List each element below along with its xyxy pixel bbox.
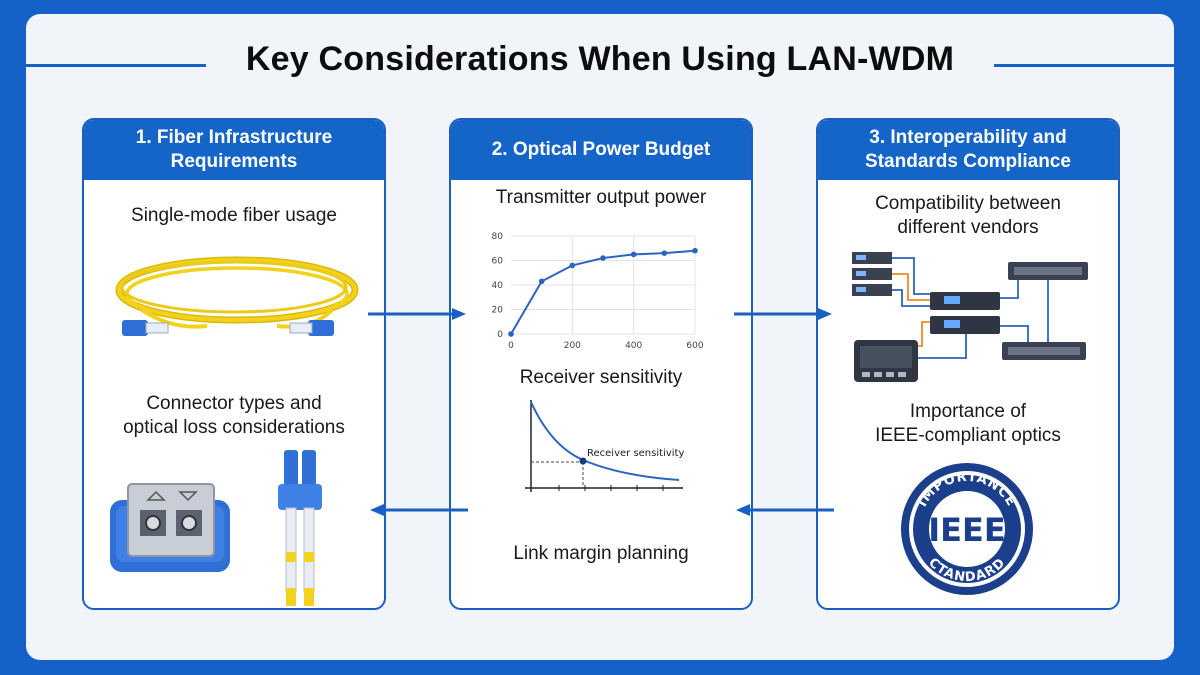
arrow-left-1: [370, 504, 468, 516]
y-tick-label: 60: [492, 257, 504, 267]
page-title: Key Considerations When Using LAN-WDM: [245, 40, 955, 78]
panel-interoperability: 3. Interoperability and Standards Compli…: [816, 118, 1120, 610]
series-line: [510, 249, 696, 335]
data-point: [569, 262, 576, 269]
sensitivity-point-label: Receiver sensitivity: [587, 448, 684, 459]
arrow-left-2: [736, 504, 834, 516]
y-tick-label: 20: [492, 306, 504, 316]
receiver-sensitivity-curve: Receiver sensitivity: [525, 400, 684, 492]
x-tick-label: 200: [564, 341, 581, 351]
item-receiver-sensitivity: Receiver sensitivity: [519, 367, 683, 388]
x-tick-label: 0: [508, 341, 514, 351]
data-point: [661, 250, 668, 256]
y-tick-label: 40: [492, 281, 504, 291]
x-tick-label: 600: [686, 341, 703, 351]
panel-optical-power-budget: 2. Optical Power Budget Transmitter outp…: [449, 118, 753, 610]
x-tick-label: 400: [625, 341, 642, 351]
data-point: [692, 247, 698, 254]
data-point: [508, 331, 514, 337]
duplex-adapter-icon: [110, 483, 230, 572]
panel-header: 2. Optical Power Budget: [451, 120, 751, 180]
item-ieee-compliance: Importance of IEEE-compliant optics: [875, 401, 1061, 446]
title-rule-right: [994, 64, 1174, 67]
item-single-mode-fiber: Single-mode fiber usage: [131, 205, 337, 226]
ieee-seal-icon: IMPORTANCE CTANDARD IEEE: [901, 463, 1033, 595]
data-point: [630, 251, 637, 258]
item-connector-types: Connector types and optical loss conside…: [123, 393, 345, 438]
fiber-patch-cable-icon: [115, 256, 359, 336]
item-link-margin-planning: Link margin planning: [513, 543, 689, 564]
seal-center-text: IEEE: [928, 511, 1005, 549]
arrow-right-1: [368, 308, 466, 320]
y-tick-label: 80: [492, 232, 504, 242]
panel-header: 3. Interoperability and Standards Compli…: [818, 120, 1118, 180]
title-rule-left: [26, 64, 206, 67]
network-equipment-icon: [852, 252, 1088, 382]
lc-connector-icon: [278, 450, 322, 606]
item-transmitter-output-power: Transmitter output power: [495, 187, 707, 208]
data-point: [600, 255, 606, 261]
y-tick-label: 0: [497, 330, 503, 340]
data-point: [538, 278, 545, 285]
item-vendor-compatibility: Compatibility between different vendors: [875, 193, 1061, 238]
transmitter-power-chart: 0 20 40 60 80 0 200 400 600: [492, 232, 704, 351]
panel-header: 1. Fiber Infrastructure Requirements: [84, 120, 384, 180]
arrow-right-2: [734, 308, 832, 320]
panel-fiber-infrastructure: 1. Fiber Infrastructure Requirements Sin…: [82, 118, 386, 610]
